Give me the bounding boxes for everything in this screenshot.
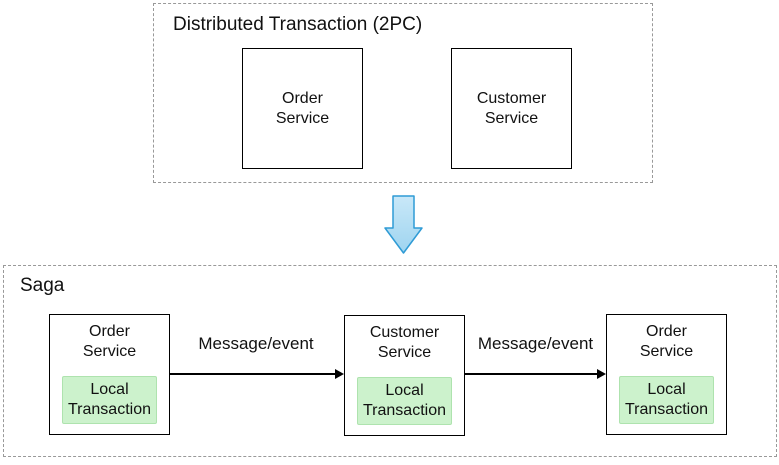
local-transaction-badge: Local Transaction: [357, 377, 452, 425]
message-arrow-label-1: Message/event: [198, 334, 314, 353]
message-arrow-1: [169, 369, 344, 379]
group-saga: Saga Order Service Local Transaction Cus…: [3, 265, 777, 457]
local-transaction-badge: Local Transaction: [619, 376, 714, 424]
group-title-2pc: Distributed Transaction (2PC): [173, 14, 423, 35]
service-label: Order Service: [639, 323, 694, 360]
service-label: Customer Service: [369, 324, 440, 361]
message-arrow-label-2: Message/event: [477, 334, 594, 353]
box-order-service-2pc: Order Service: [242, 48, 363, 169]
box-order-service-saga-2: Order Service Local Transaction: [606, 314, 727, 435]
box-customer-service-2pc: Customer Service: [451, 48, 572, 169]
group-distributed-transaction-2pc: Distributed Transaction (2PC) Order Serv…: [153, 3, 653, 183]
box-customer-service-saga: Customer Service Local Transaction: [344, 315, 465, 436]
down-arrow-icon: [384, 195, 423, 254]
service-label: Order Service: [82, 323, 137, 360]
message-arrow-2: [464, 369, 606, 379]
box-order-service-saga-1: Order Service Local Transaction: [49, 314, 170, 435]
local-transaction-badge: Local Transaction: [62, 376, 157, 424]
group-title-saga: Saga: [20, 275, 65, 296]
